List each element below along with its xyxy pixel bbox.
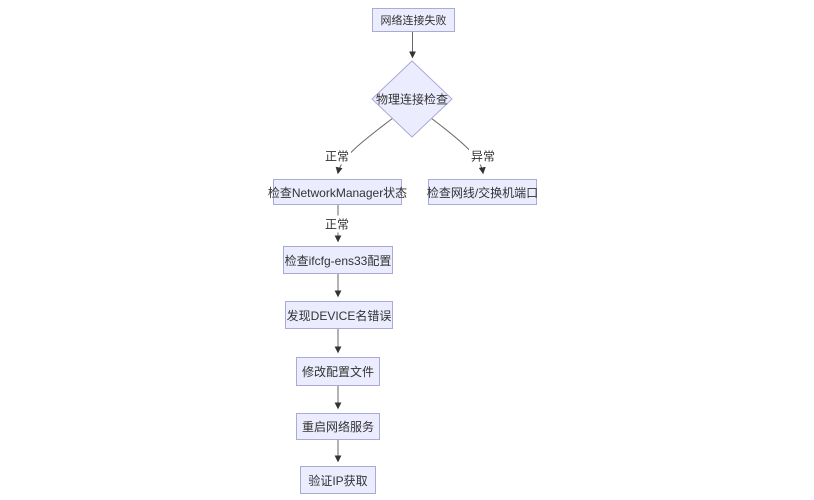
node-verify-ip: 验证IP获取 xyxy=(300,466,376,494)
edge-label-normal-mid: 正常 xyxy=(322,215,352,233)
node-physical-check-label: 物理连接检查 xyxy=(375,92,449,107)
node-check-ifcfg: 检查ifcfg-ens33配置 xyxy=(283,246,393,274)
decision-diamond-shape xyxy=(371,60,453,138)
node-check-networkmanager: 检查NetworkManager状态 xyxy=(268,179,407,205)
edge-check-to-cable xyxy=(430,117,486,175)
edge-label-abnormal-right: 异常 xyxy=(468,147,498,165)
node-device-error: 发现DEVICE名错误 xyxy=(285,301,393,329)
node-modify-config: 修改配置文件 xyxy=(296,357,380,386)
node-restart-network: 重启网络服务 xyxy=(296,413,380,440)
edge-label-normal-left: 正常 xyxy=(322,147,352,165)
node-network-fail: 网络连接失败 xyxy=(372,8,455,32)
node-check-cable-switch: 检查网线/交换机端口 xyxy=(427,179,538,205)
edge-check-to-nm xyxy=(335,117,394,175)
